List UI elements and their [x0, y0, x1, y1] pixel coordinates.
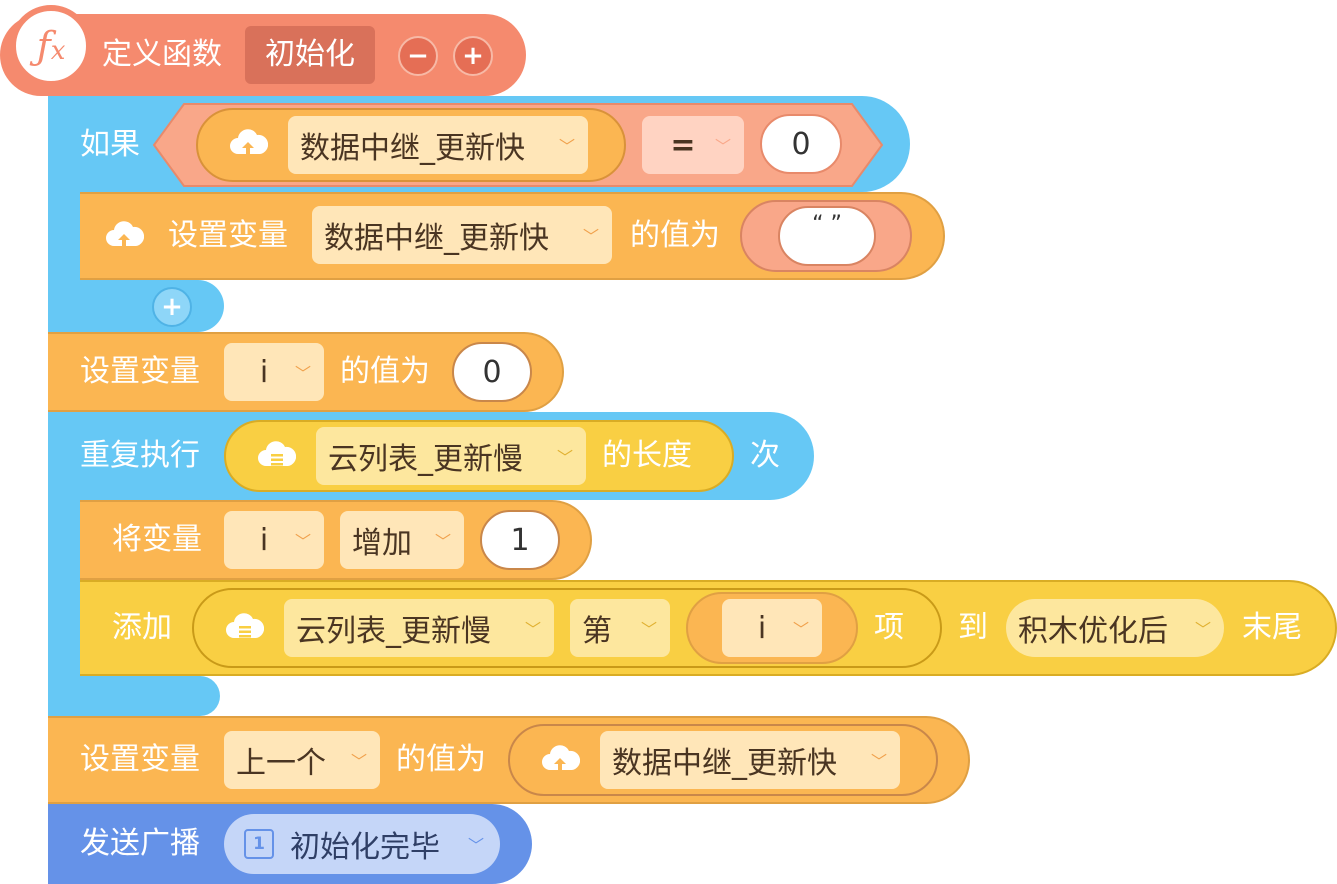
chevron-down-icon: ﹀ [294, 532, 311, 551]
chevron-down-icon: ﹀ [558, 137, 575, 156]
chevron-down-icon: ﹀ [1194, 620, 1211, 639]
item-label: 项 [874, 610, 904, 645]
target-list-dropdown[interactable]: 积木优化后﹀ [1006, 599, 1224, 657]
times-label: 次 [750, 438, 780, 473]
list-dropdown[interactable]: 云列表_更新慢﹀ [316, 427, 586, 485]
variable-dropdown[interactable]: i﹀ [224, 343, 324, 401]
repeat-label: 重复执行 [80, 438, 200, 473]
tail-label: 末尾 [1242, 610, 1302, 645]
define-function-label: 定义函数 [102, 37, 222, 72]
variable-dropdown[interactable]: 上一个﹀ [224, 731, 380, 789]
variable-dropdown[interactable]: 数据中继_更新快﹀ [312, 206, 612, 264]
chevron-down-icon: ﹀ [640, 620, 657, 639]
cloud-list-icon [226, 613, 264, 638]
variable-dropdown[interactable]: i﹀ [224, 511, 324, 569]
index-label-dropdown[interactable]: 第﹀ [570, 599, 670, 657]
cloud-variable-dropdown[interactable]: 数据中继_更新快﹀ [600, 731, 900, 789]
chevron-down-icon: ﹀ [524, 620, 541, 639]
plus-icon: + [161, 292, 183, 322]
function-name-field[interactable]: 初始化 [245, 26, 375, 84]
broadcast-label: 发送广播 [80, 826, 200, 861]
set-variable-label: 设置变量 [80, 742, 200, 777]
if-block-footer [48, 280, 224, 332]
cloud-list-icon [258, 441, 296, 466]
add-param-button[interactable]: + [453, 36, 493, 76]
change-variable-label: 将变量 [112, 522, 202, 557]
append-label: 添加 [112, 610, 172, 645]
cloud-variable-dropdown[interactable]: 数据中继_更新快﹀ [288, 116, 588, 174]
repeat-block-arm [48, 498, 80, 678]
remove-param-button[interactable]: − [398, 36, 438, 76]
value-input[interactable]: 0 [452, 342, 532, 402]
to-label: 到 [958, 610, 988, 645]
value-is-label: 的值为 [630, 218, 720, 253]
cloud-upload-icon [106, 221, 144, 248]
string-input[interactable]: “ ” [778, 206, 876, 266]
value-is-label: 的值为 [340, 354, 430, 389]
operation-dropdown[interactable]: 增加﹀ [340, 511, 464, 569]
compare-value-input[interactable]: 0 [760, 114, 842, 174]
chevron-down-icon: ﹀ [870, 752, 887, 771]
chevron-down-icon: ﹀ [467, 836, 484, 855]
set-variable-label: 设置变量 [80, 354, 200, 389]
if-block-arm [48, 190, 80, 282]
repeat-block-footer [48, 676, 220, 716]
function-icon: ƒx [10, 5, 92, 87]
length-label: 的长度 [602, 438, 692, 473]
cloud-upload-icon [230, 129, 268, 156]
cloud-upload-icon [542, 745, 580, 772]
chevron-down-icon: ﹀ [792, 620, 809, 639]
message-icon: 1 [244, 829, 274, 859]
chevron-down-icon: ﹀ [556, 448, 573, 467]
plus-icon: + [462, 41, 484, 71]
list-dropdown[interactable]: 云列表_更新慢﹀ [284, 599, 554, 657]
minus-icon: − [407, 41, 429, 71]
set-variable-label: 设置变量 [168, 218, 288, 253]
chevron-down-icon: ﹀ [350, 752, 367, 771]
chevron-down-icon: ﹀ [582, 227, 599, 246]
if-label: 如果 [80, 127, 140, 162]
chevron-down-icon: ﹀ [714, 137, 731, 156]
message-dropdown[interactable]: 1 初始化完毕 ﹀ [224, 814, 500, 874]
value-is-label: 的值为 [396, 742, 486, 777]
chevron-down-icon: ﹀ [434, 532, 451, 551]
chevron-down-icon: ﹀ [294, 364, 311, 383]
increment-input[interactable]: 1 [480, 510, 560, 570]
operator-dropdown[interactable]: =﹀ [642, 116, 744, 174]
variable-dropdown[interactable]: i﹀ [722, 599, 822, 657]
add-branch-button[interactable]: + [152, 287, 192, 327]
